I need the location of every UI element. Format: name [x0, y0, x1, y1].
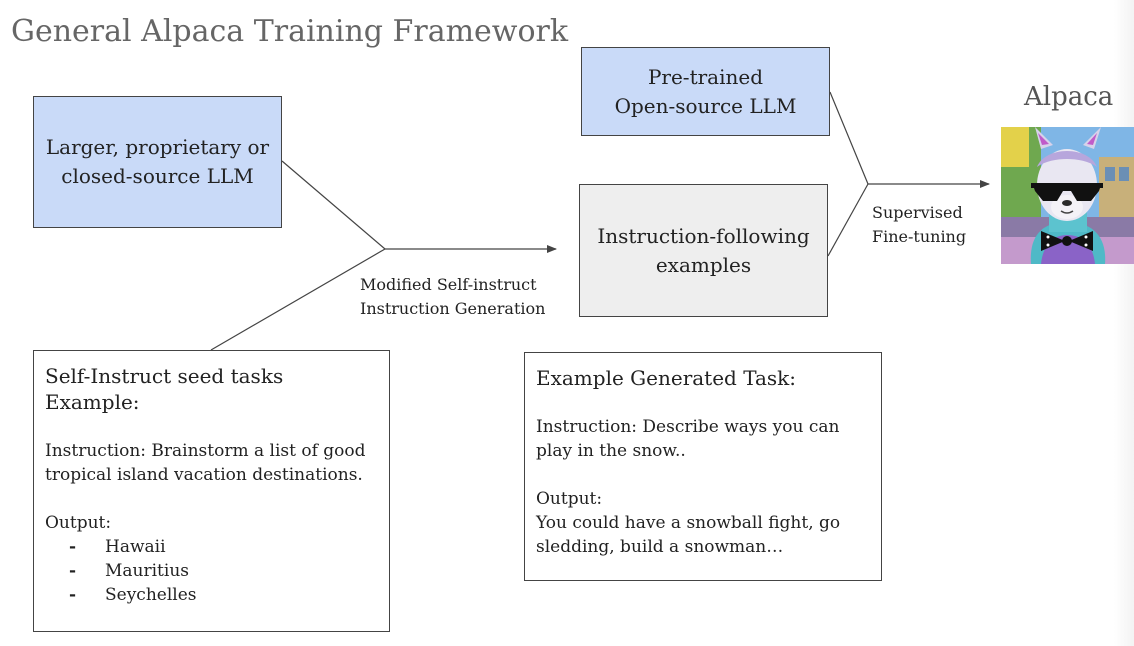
seed-tasks-output-label: Output:: [45, 513, 112, 533]
generated-task-output: Output: You could have a snowball fight,…: [536, 489, 841, 557]
output-item: Seychelles: [105, 585, 197, 605]
self-instruct-edge-label: Modified Self-instruct Instruction Gener…: [360, 275, 546, 318]
diagram-title: General Alpaca Training Framework: [11, 14, 569, 49]
seed-tasks-output-list: - Hawaii - Mauritius - Seychelles: [45, 535, 378, 607]
proprietary-llm-node: Larger, proprietary or closed-source LLM: [33, 96, 282, 228]
alpaca-image: [1001, 127, 1134, 264]
proprietary-llm-label: Larger, proprietary or closed-source LLM: [45, 135, 270, 188]
fine-tuning-edge-label: Supervised Fine-tuning: [872, 203, 967, 246]
pretrained-llm-label: Pre-trained Open-source LLM: [614, 64, 797, 118]
seed-tasks-box: Self-Instruct seed tasks Example: Instru…: [33, 350, 390, 632]
output-item: Mauritius: [105, 561, 189, 581]
line-seed-to-junction: [210, 248, 386, 351]
pretrained-llm-node: Pre-trained Open-source LLM: [581, 47, 830, 136]
line-examples-to-junction: [827, 183, 869, 257]
bullet-dash: -: [69, 561, 77, 581]
bullet-dash: -: [69, 585, 77, 605]
line-proprietary-to-junction: [281, 160, 386, 250]
instruction-examples-label: Instruction-following examples: [597, 223, 810, 277]
list-item: - Hawaii: [45, 535, 378, 559]
list-item: - Mauritius: [45, 559, 378, 583]
instruction-examples-node: Instruction-following examples: [579, 184, 828, 317]
generated-task-box: Example Generated Task: Instruction: Des…: [524, 352, 882, 581]
output-item: Hawaii: [105, 537, 166, 557]
line-pretrained-to-junction: [829, 91, 869, 185]
generated-task-instruction: Instruction: Describe ways you can play …: [536, 417, 840, 461]
alpaca-label: Alpaca: [1024, 82, 1114, 112]
bullet-dash: -: [69, 537, 77, 557]
list-item: - Seychelles: [45, 583, 378, 607]
seed-tasks-heading: Self-Instruct seed tasks Example:: [45, 364, 284, 414]
seed-tasks-instruction: Instruction: Brainstorm a list of good t…: [45, 441, 366, 485]
generated-task-heading: Example Generated Task:: [536, 366, 797, 390]
